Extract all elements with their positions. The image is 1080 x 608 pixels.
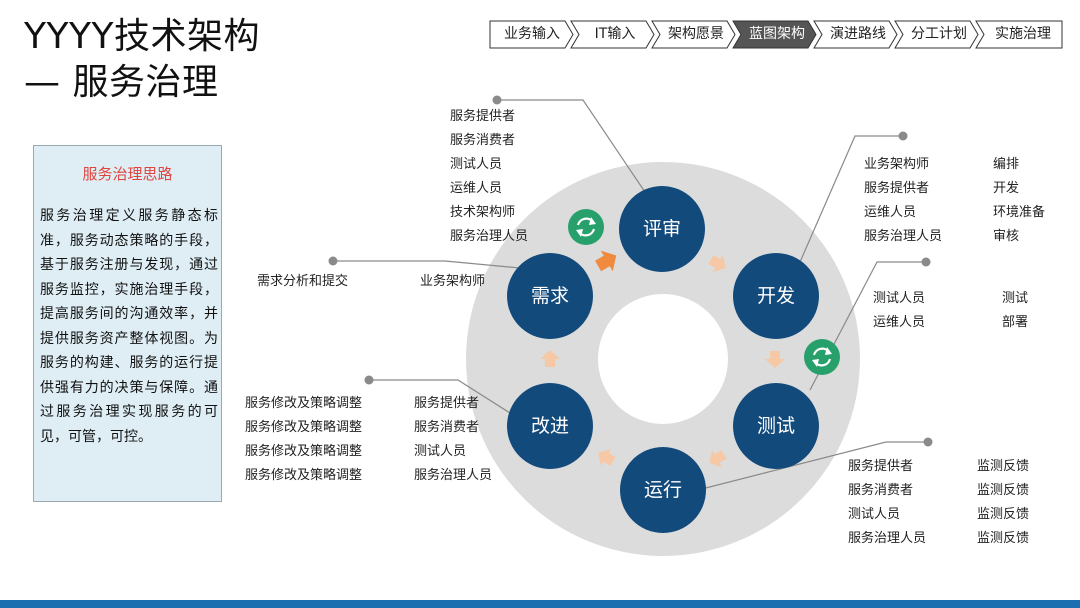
run-action-3: 监测反馈	[977, 507, 1030, 522]
improve-role-1: 服务提供者	[414, 396, 480, 411]
breadcrumb-step-5-shape[interactable]	[813, 20, 898, 49]
node-run-label: 运行	[643, 479, 682, 501]
leader-line-improve	[369, 379, 511, 414]
develop-role-3: 运维人员	[864, 205, 917, 220]
test-role-2: 运维人员	[873, 315, 926, 330]
breadcrumb-step-4-shape[interactable]	[732, 20, 817, 49]
review-role-3: 测试人员	[450, 157, 503, 172]
breadcrumb-step-1-shape[interactable]	[489, 20, 574, 49]
leader-dot-develop	[898, 131, 908, 141]
page-title: YYYY技术架构 — 服务治理	[24, 14, 260, 106]
leader-dot-demand	[328, 256, 338, 266]
info-box-title: 服务治理思路	[82, 165, 173, 183]
breadcrumb-shapes	[489, 20, 1063, 49]
breadcrumb-step-1[interactable]: 业务输入	[504, 26, 560, 42]
run-action-1: 监测反馈	[977, 459, 1030, 474]
improve-action-2: 服务修改及策略调整	[245, 420, 363, 435]
breadcrumb-step-5[interactable]: 演进路线	[830, 26, 886, 42]
leader-dots	[328, 95, 933, 447]
develop-role-4: 服务治理人员	[864, 229, 943, 244]
breadcrumb-step-6-shape[interactable]	[894, 20, 979, 49]
breadcrumb-step-2[interactable]: IT输入	[594, 26, 636, 42]
node-test-label: 测试	[756, 415, 795, 437]
leader-line-demand	[333, 260, 521, 269]
arrow-review-develop-icon	[708, 254, 726, 273]
arrow-improve-demand-icon	[540, 350, 560, 367]
improve-action-4: 服务修改及策略调整	[245, 468, 363, 483]
develop-action-2: 开发	[993, 181, 1020, 196]
info-box: 服务治理思路 服务治理定义服务静态标准，服务动态策略的手段，基于服务注册与发现，…	[33, 145, 222, 502]
leader-dot-improve	[364, 375, 374, 385]
breadcrumb-step-6[interactable]: 分工计划	[911, 26, 967, 42]
node-improve[interactable]	[507, 383, 593, 469]
breadcrumb-step-7[interactable]: 实施治理	[995, 26, 1051, 42]
develop-role-2: 服务提供者	[864, 181, 930, 196]
node-improve-label: 改进	[530, 415, 569, 437]
review-role-5: 技术架构师	[450, 205, 516, 220]
review-role-4: 运维人员	[450, 181, 503, 196]
breadcrumb-step-3-shape[interactable]	[651, 20, 736, 49]
leader-dot-run	[923, 437, 933, 447]
breadcrumb: 业务输入 IT输入 架构愿景 蓝图架构 演进路线 分工计划 实施治理	[489, 20, 1063, 49]
demand-action: 需求分析和提交	[257, 274, 349, 289]
develop-action-1: 编排	[993, 157, 1020, 172]
improve-role-3: 测试人员	[414, 444, 467, 459]
test-action-1: 测试	[1002, 291, 1029, 306]
run-role-1: 服务提供者	[848, 459, 914, 474]
node-run[interactable]	[620, 447, 706, 533]
page-title-line2: — 服务治理	[24, 62, 219, 103]
leader-dot-test	[921, 257, 931, 267]
run-role-4: 服务治理人员	[848, 531, 927, 546]
run-action-2: 监测反馈	[977, 483, 1030, 498]
review-role-1: 服务提供者	[450, 109, 516, 124]
refresh-icon-right	[804, 339, 840, 375]
node-test[interactable]	[733, 383, 819, 469]
arrow-test-run-icon	[709, 449, 727, 468]
node-review-label: 评审	[642, 218, 681, 240]
leader-dot-review	[492, 95, 502, 105]
bottom-accent-bar	[0, 600, 1080, 608]
develop-action-4: 审核	[993, 229, 1020, 244]
breadcrumb-step-2-shape[interactable]	[570, 20, 655, 49]
node-develop-label: 开发	[756, 285, 795, 307]
refresh-icon-top	[568, 209, 604, 245]
review-role-6: 服务治理人员	[450, 229, 529, 244]
breadcrumb-step-4[interactable]: 蓝图架构	[749, 26, 805, 42]
node-demand-label: 需求	[530, 285, 569, 307]
improve-role-4: 服务治理人员	[414, 468, 493, 483]
arrow-run-improve-icon	[598, 448, 616, 467]
run-action-4: 监测反馈	[977, 531, 1030, 546]
run-role-3: 测试人员	[848, 507, 901, 522]
arrow-demand-review-icon	[595, 250, 617, 272]
node-develop[interactable]	[733, 253, 819, 339]
review-role-2: 服务消费者	[450, 133, 516, 148]
arrow-develop-test-icon	[765, 351, 785, 368]
node-demand[interactable]	[507, 253, 593, 339]
demand-role: 业务架构师	[420, 274, 486, 289]
node-review[interactable]	[619, 186, 705, 272]
test-action-2: 部署	[1002, 315, 1029, 330]
improve-action-3: 服务修改及策略调整	[245, 444, 363, 459]
breadcrumb-step-3[interactable]: 架构愿景	[668, 26, 724, 42]
cycle-nodes	[507, 186, 819, 533]
develop-role-1: 业务架构师	[864, 157, 930, 172]
info-box-body: 服务治理定义服务静态标准，服务动态策略的手段，基于服务注册与发现，通过服务监控，…	[40, 208, 218, 445]
breadcrumb-step-7-shape[interactable]	[975, 20, 1063, 49]
page-title-line1: YYYY技术架构	[24, 16, 260, 57]
improve-role-2: 服务消费者	[414, 420, 480, 435]
run-role-2: 服务消费者	[848, 483, 914, 498]
leader-line-review	[497, 99, 646, 193]
cycle-arrows	[540, 254, 785, 468]
develop-action-3: 环境准备	[993, 205, 1046, 220]
leader-line-develop	[799, 135, 903, 263]
leader-line-run	[689, 441, 928, 493]
improve-action-1: 服务修改及策略调整	[245, 396, 363, 411]
test-role-1: 测试人员	[873, 291, 926, 306]
